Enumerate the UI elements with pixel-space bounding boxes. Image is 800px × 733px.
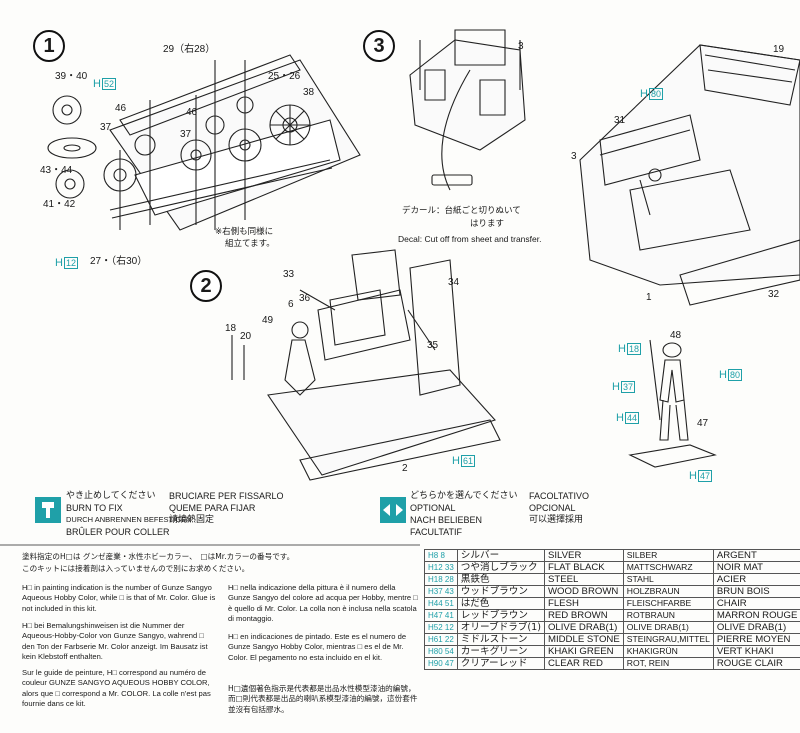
note-en: H□ in painting indication is the number … <box>22 583 216 613</box>
legend-fix-en: BURN TO FIX <box>66 503 123 513</box>
part-label: 47 <box>697 418 709 429</box>
legend-optional-it: FACOLTATIVO <box>529 491 590 501</box>
figure-drawing <box>628 339 717 468</box>
part-label: 2 <box>402 463 408 474</box>
part-label: 35 <box>427 340 439 351</box>
step3-drawing <box>409 29 526 191</box>
note-right-side: 組立てます。 <box>225 239 275 249</box>
legend-optional-fr: FACULTATIF <box>410 527 463 537</box>
part-label: 48 <box>670 330 682 341</box>
note-zh: H□遺個著色指示是代表都是出品水性模型漆油的編號，而□則代表都是出品的喇叭系模型… <box>228 684 418 714</box>
decal-note-jp: はります <box>470 219 505 229</box>
legend-optional-en: OPTIONAL <box>410 503 456 513</box>
part-label: 46 <box>115 103 127 114</box>
legend-fix-es: QUEME PARA FIJAR <box>169 503 256 513</box>
part-label: 18 <box>225 323 237 334</box>
part-label: 37 <box>100 122 112 133</box>
note-jp: 塗料指定のH□は グンゼ産業・水性ホビーカラー、 □はMr.カラーの番号です。 <box>22 552 295 561</box>
step2-drawing <box>231 249 501 481</box>
legend-optional-es: OPCIONAL <box>529 503 576 513</box>
part-label: 1 <box>646 292 652 303</box>
part-label: 29（右28） <box>163 44 216 55</box>
step1-drawing <box>47 54 361 231</box>
note-it: H□ nella indicazione della pittura è il … <box>228 583 418 624</box>
step-number-1: 1 <box>33 30 65 62</box>
note-right-side: ※右側も同様に <box>215 227 274 237</box>
part-label: 19 <box>773 44 785 55</box>
legend-fix-zh: 請燒熱固定 <box>169 515 215 525</box>
decal-note-en: Decal: Cut off from sheet and transfer. <box>398 234 542 244</box>
legend-fix-it: BRUCIARE PER FISSARLO <box>169 491 284 501</box>
decal-note-jp: デカール：台紙ごと切りぬいて <box>402 206 521 216</box>
part-label: 6 <box>288 299 294 310</box>
note-jp: このキットには接着剤は入っていませんので別にお求めください。 <box>22 564 250 573</box>
legend-fix-fr: BRÛLER POUR COLLER <box>66 527 170 537</box>
step-number-2: 2 <box>190 270 222 302</box>
optional-icon <box>380 497 406 523</box>
legend-optional-de: NACH BELIEBEN <box>410 515 483 525</box>
legend-fix-de: DURCH ANBRENNEN BEFESTIGEN <box>66 515 192 524</box>
part-label: 31 <box>614 115 626 126</box>
note-fr: Sur le guide de peinture, H□ correspond … <box>22 668 211 709</box>
part-label: 37 <box>180 129 192 140</box>
step-number-3: 3 <box>363 30 395 62</box>
note-de: H□ bei Bemalungshinweisen ist die Nummer… <box>22 621 208 662</box>
part-label: 3 <box>571 151 577 162</box>
legend-fix-jp: やき止めしてください <box>66 491 156 501</box>
part-label: 20 <box>240 331 252 342</box>
legend-optional-jp: どちらかを選んでください <box>410 491 518 501</box>
part-label: 34 <box>448 277 460 288</box>
part-label: 32 <box>768 289 780 300</box>
part-label: 3 <box>518 41 524 52</box>
part-label: 38 <box>303 87 315 98</box>
note-es: H□ en indicaciones de pintado. Este es e… <box>228 632 407 662</box>
part-label: 27・（右30） <box>90 256 148 267</box>
burn-to-fix-icon <box>35 497 61 523</box>
part-label: 25・26 <box>268 71 301 82</box>
part-label: 49 <box>262 315 274 326</box>
part-label: 41・42 <box>43 199 76 210</box>
part-label: 36 <box>299 293 311 304</box>
part-label: 46 <box>186 107 198 118</box>
step4-drawing <box>579 44 800 306</box>
part-label: 39・40 <box>55 71 88 82</box>
part-label: 33 <box>283 269 295 280</box>
legend-optional-zh: 可以選擇採用 <box>529 515 584 525</box>
part-label: 43・44 <box>40 165 73 176</box>
